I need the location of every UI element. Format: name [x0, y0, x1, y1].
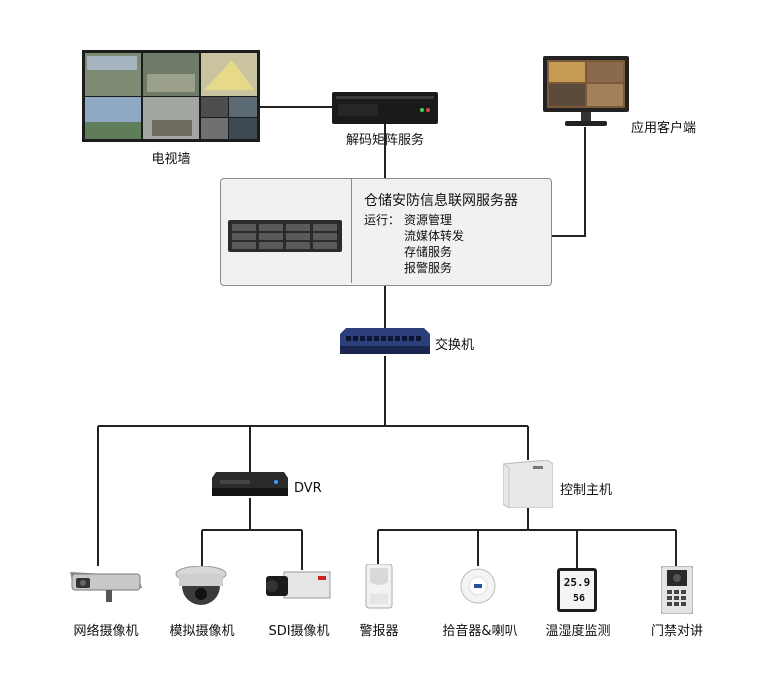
thermometer-display-icon: 25.9 56 [557, 568, 597, 616]
server-service-2: 流媒体转发 [404, 229, 465, 243]
server-service-3: 存储服务 [404, 245, 453, 259]
access-intercom-label: 门禁对讲 [650, 624, 704, 639]
rack-server-icon [332, 92, 438, 128]
server-service-4: 报警服务 [404, 261, 453, 275]
control-host-label: 控制主机 [560, 483, 613, 498]
intercom-icon [660, 565, 694, 618]
alarm-panel-icon [502, 459, 554, 512]
network-switch-icon [340, 328, 430, 360]
dvr-label: DVR [294, 481, 322, 496]
monitor-icon [543, 56, 629, 132]
server-run-prefix: 运行： [364, 213, 401, 227]
client-label: 应用客户端 [631, 121, 697, 136]
pickup-speaker-label: 拾音器&喇叭 [442, 624, 518, 639]
storage-server-icon [228, 220, 342, 256]
server-service-1: 资源管理 [404, 213, 453, 227]
server-divider [351, 179, 352, 283]
sdi-camera-icon [264, 570, 332, 608]
dome-camera-icon [174, 565, 228, 614]
dvr-icon [212, 472, 288, 502]
temp-humidity-label: 温湿度监测 [545, 624, 611, 639]
temp-reading: 25.9 [564, 576, 591, 589]
humidity-reading: 56 [573, 593, 585, 604]
switch-label: 交换机 [435, 338, 475, 353]
pir-sensor-icon [364, 563, 394, 614]
alarm-label: 警报器 [359, 624, 399, 639]
box-camera-icon [66, 566, 146, 610]
server-title: 仓储安防信息联网服务器 [364, 193, 518, 209]
video-wall-icon [82, 50, 260, 146]
analog-camera-label: 模拟摄像机 [169, 624, 235, 639]
decoder-label: 解码矩阵服务 [345, 133, 425, 148]
network-camera-label: 网络摄像机 [73, 624, 139, 639]
tv-wall-label: 电视墙 [151, 152, 191, 167]
sdi-camera-label: SDI摄像机 [268, 624, 330, 639]
speaker-icon [460, 566, 496, 610]
